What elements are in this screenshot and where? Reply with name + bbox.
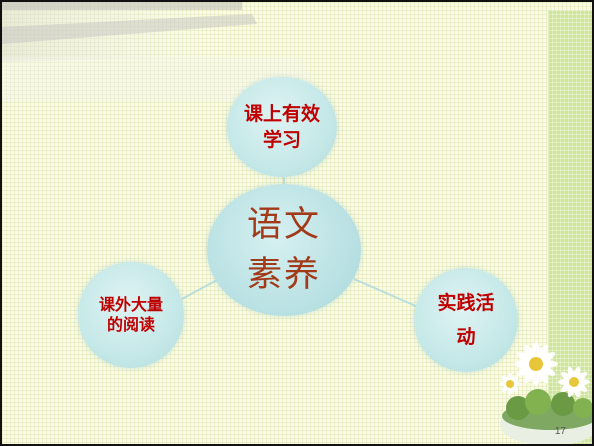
node-label-right: 实践活动 (437, 292, 495, 348)
node-chinese-literacy: 语文素养 (207, 184, 361, 316)
node-label-center: 语文素养 (246, 205, 321, 295)
node-label-top: 课上有效学习 (243, 103, 320, 151)
node-practice-activities: 实践活动 (414, 268, 518, 372)
decorative-stripe (548, 10, 592, 444)
node-effective-learning: 课上有效学习 (227, 77, 337, 177)
daisy-flowers-icon (499, 342, 592, 444)
node-extensive-reading: 课外大量的阅读 (78, 262, 184, 368)
node-label-left: 课外大量的阅读 (98, 295, 163, 334)
page-number: 17 (554, 426, 566, 437)
